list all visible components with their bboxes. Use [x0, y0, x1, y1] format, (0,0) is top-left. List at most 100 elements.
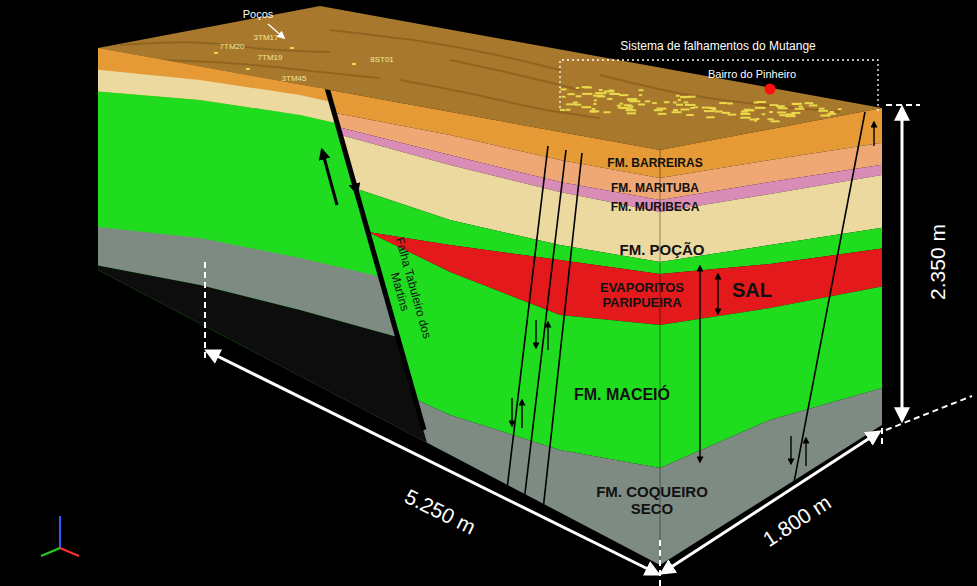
orientation-axis [41, 548, 60, 556]
well-marker [573, 102, 578, 104]
well-marker [786, 113, 795, 115]
terrain-streak [600, 75, 840, 112]
well-marker [638, 103, 645, 105]
dimension-arrow [207, 351, 658, 574]
slip-arrow [873, 122, 874, 146]
slip-arrow [790, 436, 791, 464]
fault-line [782, 112, 865, 545]
well-marker [719, 102, 727, 104]
well-marker [709, 107, 716, 109]
well-marker [778, 107, 788, 109]
well-marker [740, 113, 750, 115]
footwall-block [80, 0, 900, 586]
annotations [41, 24, 972, 586]
thickness-arrow [699, 266, 700, 462]
well-marker [604, 90, 615, 92]
well-marker [607, 98, 612, 100]
terrain-streak [120, 42, 330, 52]
well-marker [673, 101, 676, 103]
well-marker [639, 94, 642, 96]
well-marker [609, 93, 620, 95]
well-marker [722, 112, 730, 114]
well-name: 7TM20 [220, 42, 245, 51]
well-marker [599, 89, 603, 91]
place-name: Bairro do Pinheiro [708, 68, 796, 81]
well-marker [566, 103, 576, 105]
well-marker [290, 47, 294, 49]
cross-section [80, 0, 900, 586]
formation-name: FM. COQUEIRO SECO [587, 483, 717, 518]
well-marker [678, 99, 681, 101]
well-marker [819, 108, 825, 110]
well-marker [673, 109, 678, 111]
well-marker [728, 114, 737, 116]
well-name: 8ST01 [370, 55, 394, 64]
well-marker [575, 104, 581, 106]
well-name: 3TM17 [254, 33, 279, 42]
well-marker [592, 108, 596, 110]
stratum-band [80, 340, 900, 586]
dimension-label: 2.350 m [926, 224, 950, 300]
well-marker [754, 120, 757, 122]
well-marker [627, 98, 637, 100]
well-marker [795, 108, 805, 110]
well-marker [741, 113, 748, 115]
well-marker [690, 107, 694, 109]
well-marker [749, 109, 755, 111]
terrain-streak [450, 60, 580, 90]
well-marker [596, 95, 605, 97]
well-marker [624, 104, 632, 106]
extension-line [886, 396, 972, 430]
well-marker [704, 110, 715, 112]
slip-arrow [521, 400, 522, 428]
well-marker [676, 95, 680, 97]
well-marker [838, 108, 842, 110]
well-marker [618, 107, 623, 109]
well-marker [672, 111, 682, 113]
well-marker [755, 107, 765, 109]
well-marker [676, 104, 683, 106]
well-marker [594, 99, 597, 101]
extension-line [886, 104, 920, 106]
well-marker [792, 103, 802, 105]
extension-line [881, 428, 883, 448]
well-marker [603, 111, 610, 113]
dimension-label: 1.800 m [759, 490, 836, 552]
well-name: 7TM19 [258, 53, 283, 62]
fault-line [518, 150, 566, 552]
well-marker [576, 95, 582, 97]
dimension-label: 5.250 m [401, 484, 480, 539]
well-marker [567, 93, 574, 95]
well-marker [754, 102, 759, 104]
fault-name: Falha Tabuleiro dos Martins [376, 229, 435, 352]
formation-name: EVAPORITOS PARIPUEIRA [587, 281, 697, 311]
well-marker [617, 105, 621, 107]
well-marker [582, 93, 593, 95]
slip-arrow [511, 398, 512, 426]
well-marker [818, 110, 828, 112]
well-marker [645, 100, 650, 102]
well-marker [820, 115, 830, 117]
stratum-band [80, 262, 900, 586]
well-marker [560, 88, 566, 90]
well-marker [638, 89, 643, 91]
orientation-axis [60, 548, 79, 556]
well-marker [785, 115, 795, 117]
well-marker [560, 109, 565, 111]
well-marker [687, 96, 695, 98]
well-marker [740, 117, 750, 119]
pointer-label: Poços [243, 8, 274, 21]
well-marker [680, 109, 689, 111]
well-marker [830, 111, 834, 113]
well-marker [595, 92, 603, 94]
well-marker [593, 103, 596, 105]
well-marker [809, 104, 817, 106]
well-marker [658, 113, 667, 115]
well-marker [652, 102, 657, 104]
extension-line [204, 262, 206, 362]
well-marker [627, 112, 636, 114]
well-marker [776, 105, 785, 107]
well-marker [246, 68, 250, 70]
dimension-arrow [901, 108, 904, 420]
well-marker [684, 101, 689, 103]
